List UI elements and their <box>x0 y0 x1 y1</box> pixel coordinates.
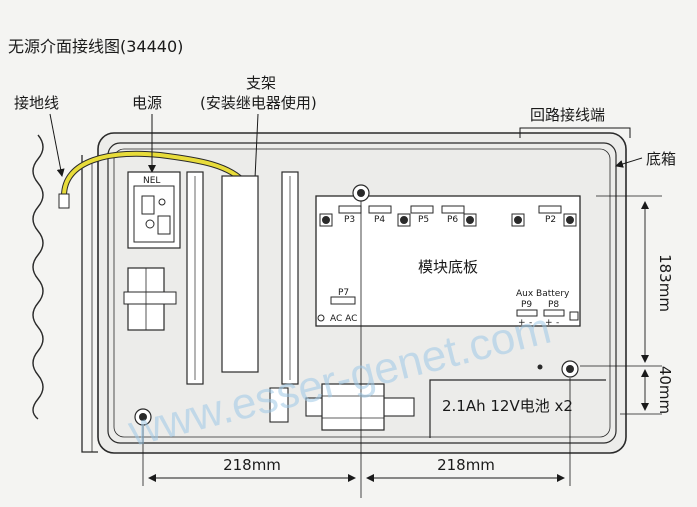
connector-p8: P8 <box>548 300 559 310</box>
callout-ground-wire: 接地线 <box>14 94 59 112</box>
wall-section <box>32 134 98 453</box>
dimension-183mm: 183mm <box>656 254 674 312</box>
polarity-p8-minus: - <box>556 318 559 328</box>
dimension-218mm-left: 218mm <box>223 456 281 474</box>
ground-wire-pointer <box>49 113 65 177</box>
callout-power: 电源 <box>132 94 162 112</box>
callout-bracket-subtitle: (安装继电器使用) <box>200 94 317 112</box>
connector-p5: P5 <box>418 215 429 225</box>
indicator-dot <box>537 364 543 370</box>
mounting-rails <box>186 171 299 385</box>
loop-terminal-bracket <box>519 127 631 138</box>
polarity-p9-minus: - <box>529 318 532 328</box>
polarity-p9-plus: + <box>518 318 526 328</box>
mounting-screw-top <box>352 184 370 202</box>
connector-p2: P2 <box>545 215 556 225</box>
small-block <box>269 387 289 423</box>
battery-compartment: 2.1Ah 12V电池 x2 <box>429 379 606 438</box>
battery-label: 2.1Ah 12V电池 x2 <box>442 397 573 415</box>
base-box-pointer <box>615 157 643 168</box>
connector-p3: P3 <box>344 215 355 225</box>
dimension-40mm: 40mm <box>656 366 674 414</box>
power-terminal-block: NEL <box>127 171 181 249</box>
connector-p9: P9 <box>521 300 532 310</box>
connector-p6: P6 <box>447 215 458 225</box>
ground-wire <box>58 150 249 209</box>
polarity-p8-plus: + <box>545 318 553 328</box>
dimension-vertical: 183mm 40mm <box>580 195 674 415</box>
callout-loop-terminal: 回路接线端 <box>530 106 605 124</box>
connector-p7: P7 <box>338 288 349 298</box>
fuse-holder <box>123 267 177 331</box>
power-terminal-label: NEL <box>143 176 160 186</box>
callout-bracket-title: 支架 <box>246 74 276 92</box>
mounting-screw-right <box>561 360 579 378</box>
ac-label: AC AC <box>330 314 357 324</box>
mounting-screw-left <box>134 408 152 426</box>
diagram-title: 无源介面接线图(34440) <box>8 37 183 56</box>
module-board: 模块底板 P3 P4 P5 P6 P2 P7 AC AC Aux Battery… <box>315 195 581 328</box>
battery-strap <box>305 383 415 431</box>
connector-p4: P4 <box>374 215 385 225</box>
module-board-label: 模块底板 <box>418 258 478 276</box>
callout-base-box: 底箱 <box>646 150 676 168</box>
aux-battery-label: Aux Battery <box>516 289 570 299</box>
dimension-218mm-right: 218mm <box>437 456 495 474</box>
dimension-horizontal: 218mm 218mm <box>142 201 571 498</box>
